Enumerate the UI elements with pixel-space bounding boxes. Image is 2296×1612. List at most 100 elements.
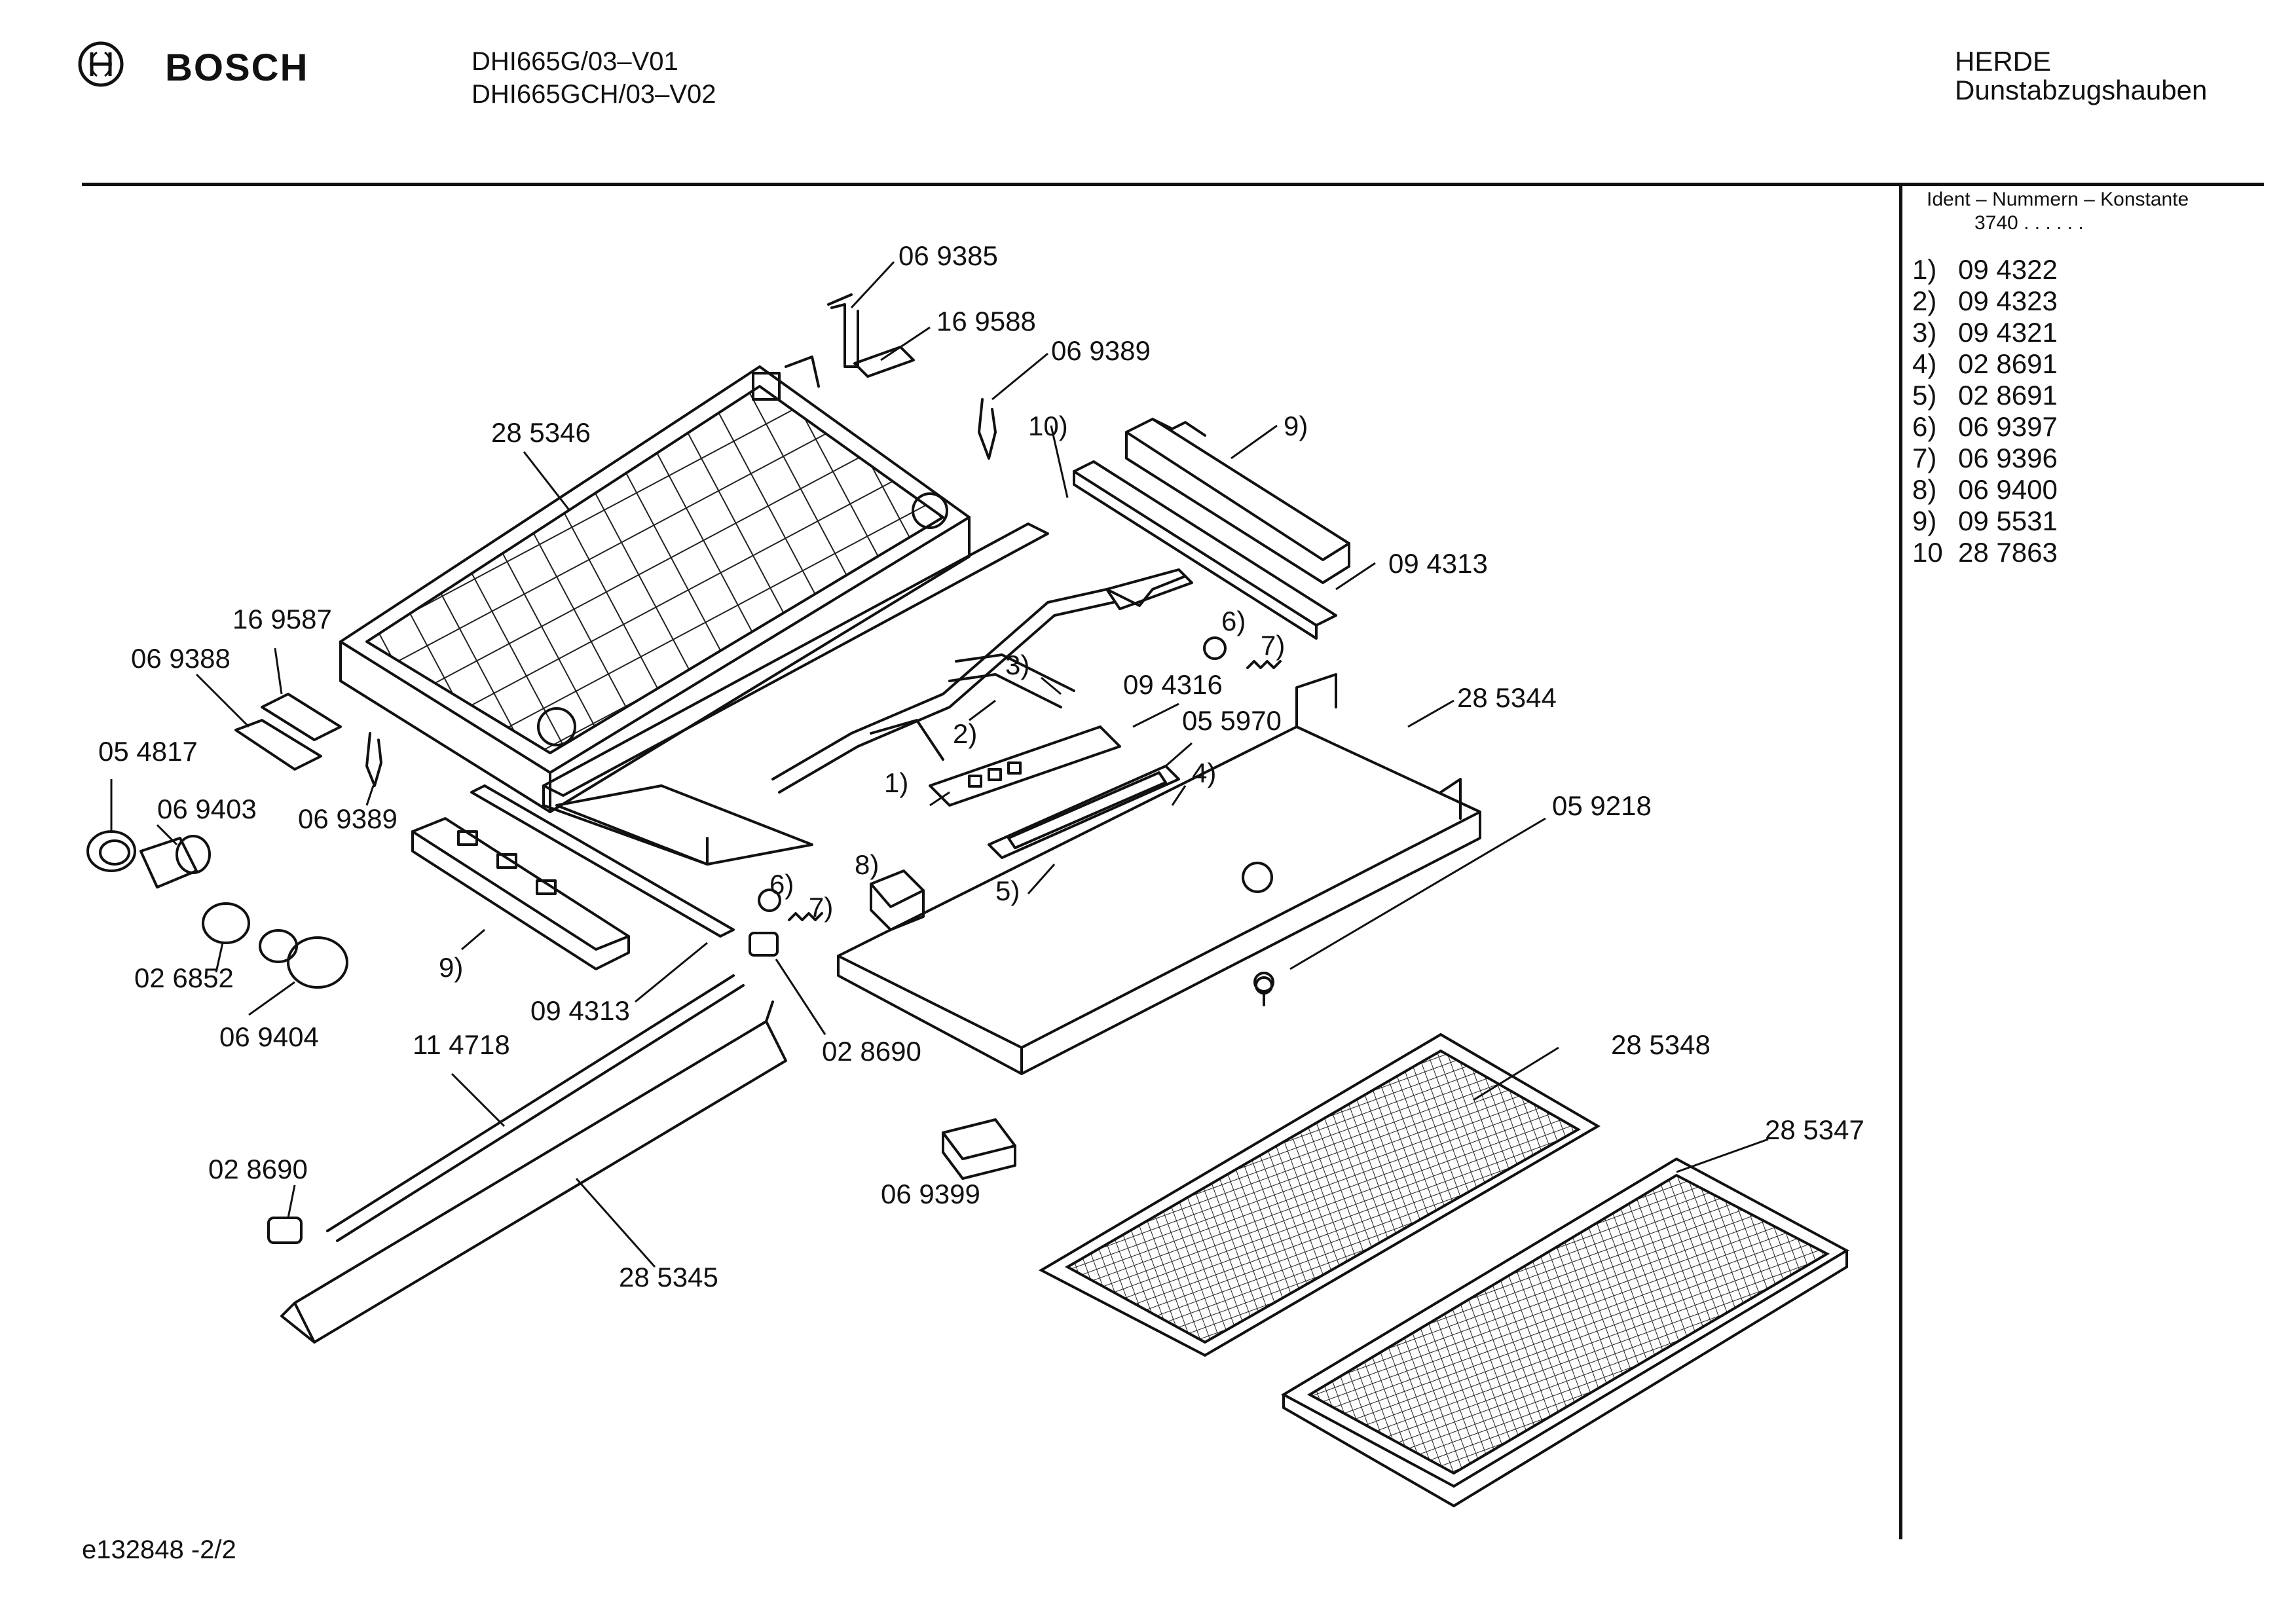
nut-6-upper — [1203, 636, 1227, 660]
label-069389-top: 06 9389 — [1051, 335, 1151, 366]
header-divider — [82, 183, 2264, 186]
ident-constant: 3740 . . . . . . — [1974, 212, 2084, 234]
label-169587: 16 9587 — [232, 604, 332, 634]
terminal-069399 — [942, 1118, 1016, 1180]
ident-row: 10 28 7863 — [1912, 537, 2058, 568]
rail-094313-top — [1073, 460, 1337, 640]
grease-filter-285348 — [1038, 1033, 1601, 1357]
label-285344: 28 5344 — [1457, 682, 1557, 713]
grease-filter-285347 — [1280, 1157, 1850, 1508]
ident-value: 09 4323 — [1958, 285, 2058, 316]
category-title: HERDE — [1955, 46, 2052, 77]
rail-094313-left — [470, 784, 735, 938]
label-054817: 05 4817 — [98, 736, 198, 767]
ident-value: 09 4321 — [1958, 317, 2058, 348]
label-285347: 28 5347 — [1765, 1114, 1864, 1145]
label-5: 5) — [995, 875, 1020, 906]
model-number-1: DHI665G/03–V01 — [472, 47, 678, 76]
label-6-lower: 6) — [769, 869, 794, 900]
label-1: 1) — [884, 767, 908, 798]
ident-value: 28 7863 — [1958, 537, 2058, 568]
label-094313-top: 09 4313 — [1388, 548, 1488, 579]
ident-row: 6) 06 9397 — [1912, 411, 2058, 443]
label-8: 8) — [855, 849, 879, 880]
ident-index: 7) — [1912, 443, 1937, 473]
side-channel-left — [411, 817, 630, 970]
spring-7-upper — [1246, 660, 1282, 669]
ident-value: 06 9397 — [1958, 411, 2058, 442]
ident-row: 2) 09 4323 — [1912, 285, 2058, 317]
lamp-026852 — [202, 902, 250, 944]
label-069403: 06 9403 — [157, 794, 257, 824]
label-169588: 16 9588 — [936, 306, 1036, 337]
ident-index: 3) — [1912, 317, 1937, 348]
base-housing-285344 — [837, 673, 1481, 1075]
ident-index: 2) — [1912, 285, 1937, 316]
clip-169587 — [261, 693, 342, 741]
ident-index: 4) — [1912, 348, 1937, 379]
label-069389-left: 06 9389 — [298, 803, 398, 834]
rocker-switch — [870, 870, 925, 931]
ident-value: 09 5531 — [1958, 505, 2058, 536]
wiring-harness — [771, 568, 1193, 794]
ident-value: 06 9396 — [1958, 443, 2058, 473]
label-026852: 02 6852 — [134, 962, 234, 993]
label-094316: 09 4316 — [1123, 669, 1223, 700]
end-cap-028690 — [267, 1217, 303, 1244]
ident-row: 4) 02 8691 — [1912, 348, 2058, 380]
label-7-top: 7) — [1261, 630, 1285, 661]
ident-value: 02 8691 — [1958, 380, 2058, 411]
document-id: e132848 -2/2 — [82, 1535, 236, 1564]
label-055970: 05 5970 — [1182, 705, 1282, 736]
bosch-armature-icon — [78, 41, 124, 87]
screw-059218 — [1253, 972, 1274, 1006]
hood-frame-part — [339, 356, 971, 813]
ident-index: 6) — [1912, 411, 1937, 442]
model-number-2: DHI665GCH/03–V02 — [472, 80, 716, 109]
ident-value: 02 8691 — [1958, 348, 2058, 379]
label-285348: 28 5348 — [1611, 1029, 1711, 1060]
side-channel-top — [1125, 418, 1350, 584]
category-subtitle: Dunstabzugshauben — [1955, 75, 2208, 105]
label-059218: 05 9218 — [1552, 790, 1652, 821]
clip-069389-left — [365, 732, 382, 787]
label-285346: 28 5346 — [491, 417, 591, 448]
label-028690-left: 02 8690 — [208, 1154, 308, 1184]
leader-lines — [110, 261, 1769, 1268]
label-4: 4) — [1192, 758, 1216, 788]
ident-row: 5) 02 8691 — [1912, 380, 2058, 411]
bracket-069385 — [827, 293, 859, 368]
label-3: 3) — [1005, 650, 1029, 680]
ident-index: 5) — [1912, 380, 1937, 411]
label-7-lower: 7) — [809, 892, 833, 923]
label-285345: 28 5345 — [619, 1262, 718, 1292]
ident-row: 7) 06 9396 — [1912, 443, 2058, 474]
ident-index: 10 — [1912, 537, 1943, 568]
label-094313-left: 09 4313 — [530, 995, 630, 1026]
label-069388: 06 9388 — [131, 643, 231, 674]
ident-index: 9) — [1912, 505, 1937, 536]
panel-divider — [1899, 185, 1902, 1539]
lower-rail-part — [542, 522, 1049, 866]
label-9-top: 9) — [1284, 411, 1308, 441]
lamp-cover-069404 — [259, 929, 348, 989]
ident-index: 8) — [1912, 474, 1937, 505]
ident-index: 1) — [1912, 254, 1937, 285]
label-6-top: 6) — [1221, 606, 1246, 636]
brand-name: BOSCH — [165, 46, 309, 89]
label-2: 2) — [953, 718, 977, 749]
ident-row: 1)09 4322 — [1912, 254, 2058, 285]
ident-value: 06 9400 — [1958, 474, 2058, 505]
label-069399: 06 9399 — [881, 1179, 980, 1209]
ident-row: 9) 09 5531 — [1912, 505, 2058, 537]
clip-069389-top — [978, 398, 997, 460]
control-pcb-094316 — [929, 725, 1121, 807]
end-cap-028690-upper — [749, 932, 779, 957]
label-069385: 06 9385 — [898, 240, 998, 271]
nut-6-lower — [758, 888, 781, 912]
label-114718: 11 4718 — [413, 1029, 510, 1060]
label-069404: 06 9404 — [219, 1021, 319, 1052]
label-9-left: 9) — [439, 952, 463, 983]
lamp-holder-054817 — [86, 830, 136, 872]
